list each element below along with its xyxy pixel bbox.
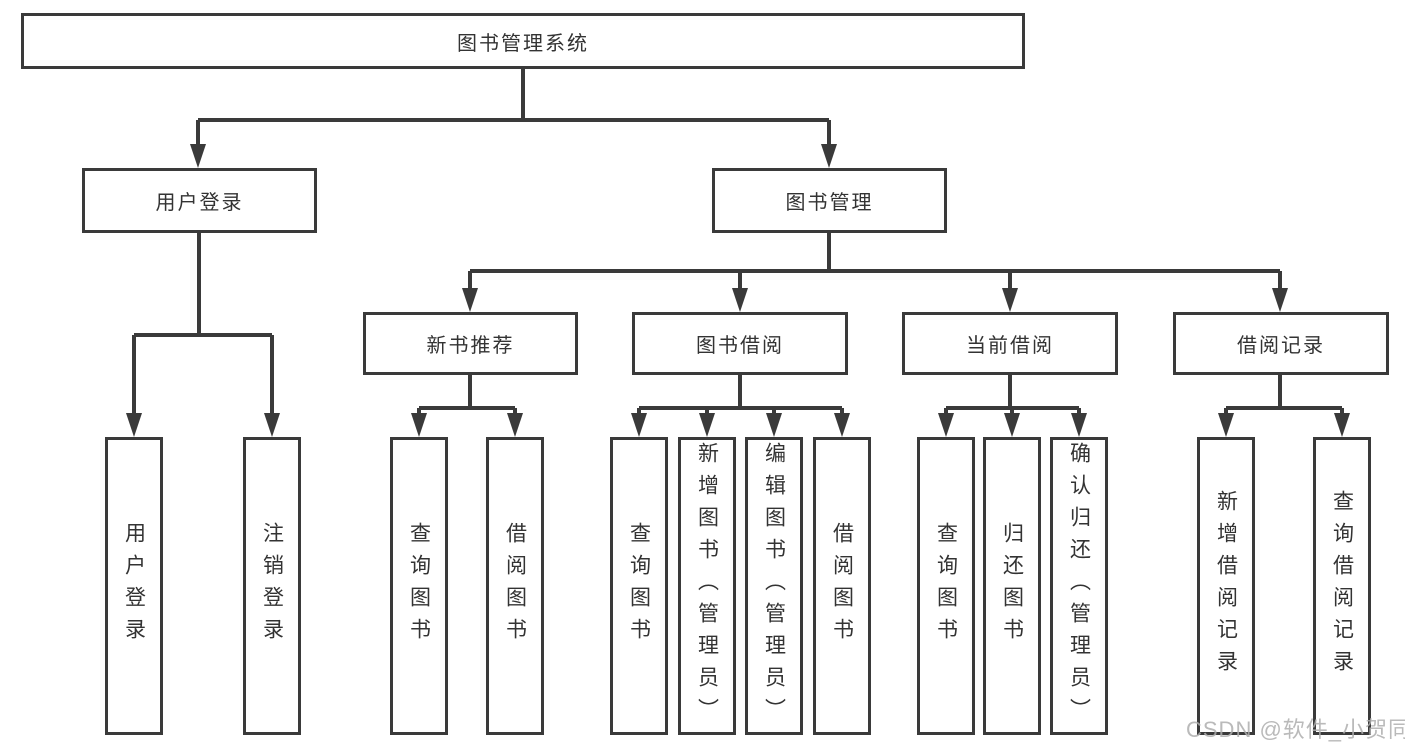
node-label: 当前借阅	[966, 335, 1054, 357]
node-label: 图书借阅	[696, 335, 784, 357]
node-label: 注销登录	[260, 522, 284, 650]
node-user-login: 用户登录	[82, 168, 317, 233]
node-label: 确认归还（管理员）	[1067, 442, 1091, 730]
node-current-borrow: 当前借阅	[902, 312, 1118, 375]
leaf-edit-book-admin: 编辑图书（管理员）	[745, 437, 803, 735]
node-label: 归还图书	[1000, 522, 1024, 650]
leaf-logout: 注销登录	[243, 437, 301, 735]
leaf-confirm-return-admin: 确认归还（管理员）	[1050, 437, 1108, 735]
node-label: 新书推荐	[426, 335, 515, 357]
leaf-add-borrow-record: 新增借阅记录	[1197, 437, 1255, 735]
node-label: 图书管理系统	[457, 32, 589, 55]
leaf-query-books-borrow: 查询图书	[610, 437, 668, 735]
leaf-borrow-books: 借阅图书	[813, 437, 871, 735]
leaf-query-books-recommend: 查询图书	[390, 437, 448, 735]
node-borrow-records: 借阅记录	[1173, 312, 1389, 375]
node-label: 查询图书	[407, 522, 431, 650]
arrowheads	[126, 144, 1350, 437]
connector-stems	[132, 69, 1344, 417]
node-label: 用户登录	[122, 522, 146, 650]
node-label: 图书管理	[785, 192, 874, 214]
node-label: 新增借阅记录	[1214, 490, 1238, 682]
node-label: 借阅图书	[830, 522, 854, 650]
node-label: 借阅记录	[1237, 335, 1325, 357]
node-system-root: 图书管理系统	[21, 13, 1025, 69]
node-label: 查询图书	[627, 522, 651, 650]
node-label: 编辑图书（管理员）	[762, 442, 786, 730]
node-book-management: 图书管理	[712, 168, 947, 233]
node-label: 用户登录	[155, 192, 244, 214]
leaf-user-login: 用户登录	[105, 437, 163, 735]
node-label: 查询图书	[934, 522, 958, 650]
leaf-add-book-admin: 新增图书（管理员）	[678, 437, 736, 735]
node-book-borrow: 图书借阅	[632, 312, 848, 375]
node-label: 借阅图书	[503, 522, 527, 650]
node-label: 查询借阅记录	[1330, 490, 1354, 682]
leaf-return-books: 归还图书	[983, 437, 1041, 735]
leaf-borrow-books-recommend: 借阅图书	[486, 437, 544, 735]
leaf-query-books-current: 查询图书	[917, 437, 975, 735]
node-new-book-recommend: 新书推荐	[363, 312, 578, 375]
leaf-query-borrow-record: 查询借阅记录	[1313, 437, 1371, 735]
csdn-watermark: CSDN @软件_小贺同学	[1186, 717, 1405, 742]
node-label: 新增图书（管理员）	[695, 442, 719, 730]
